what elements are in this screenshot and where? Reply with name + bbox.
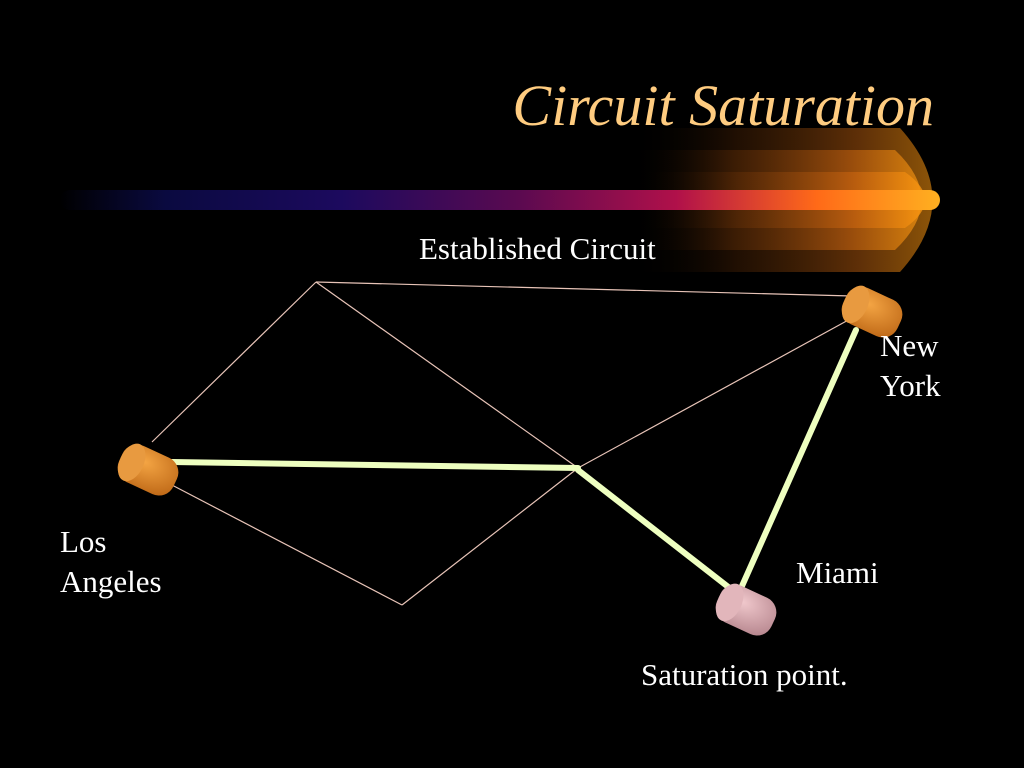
link-center-to-ny: [577, 317, 853, 469]
label-saturation-point: Saturation point.: [641, 657, 848, 692]
comet-bar: [60, 190, 940, 210]
slide-title: Circuit Saturation: [512, 73, 934, 138]
link-top-junction-to-ny: [315, 281, 853, 297]
node-new-york-cap: [841, 285, 870, 324]
node-saturation-cap: [715, 583, 744, 622]
node-new-york: [841, 285, 903, 338]
link-la-to-top-junction: [151, 281, 317, 443]
circuit-segment-la-center: [169, 459, 581, 471]
circuit-segment-saturation-ny: [739, 327, 859, 589]
link-la-to-bottom-junction: [169, 483, 403, 606]
label-los-angeles-line2: Angeles: [60, 564, 162, 599]
link-top-junction-to-center: [315, 281, 579, 469]
label-new-york-line2: York: [880, 368, 941, 403]
label-los-angeles-line1: Los: [60, 524, 107, 559]
circuit-segment-center-saturation: [575, 467, 739, 596]
network-links: [151, 281, 853, 606]
node-saturation: [715, 583, 777, 636]
label-los-angeles: Los Angeles: [60, 522, 162, 602]
label-miami: Miami: [796, 555, 879, 590]
established-circuit-path: [169, 327, 859, 596]
decorative-comet: [60, 128, 940, 272]
node-los-angeles-cap: [117, 443, 146, 482]
link-bottom-junction-to-center: [401, 467, 579, 606]
node-los-angeles: [117, 443, 179, 496]
label-new-york-line1: New: [880, 328, 939, 363]
label-new-york: New York: [880, 326, 941, 406]
label-established-circuit: Established Circuit: [419, 231, 656, 266]
